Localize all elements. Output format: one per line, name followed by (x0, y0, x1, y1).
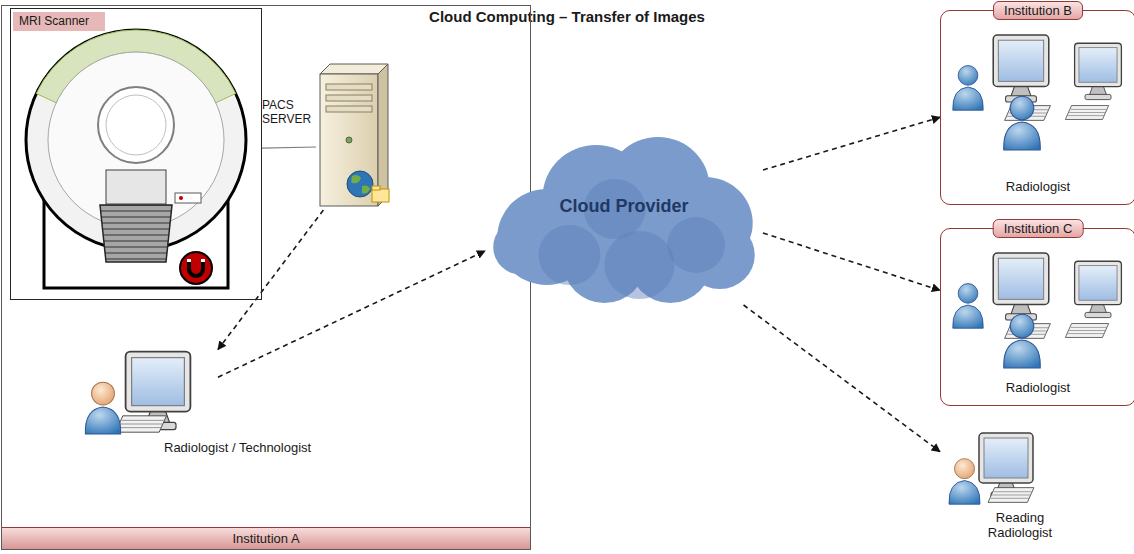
workstation-icon (85, 352, 190, 434)
institution-tab: Institution B (993, 1, 1083, 20)
workstation-node: Radiologist / Technologist (78, 345, 218, 437)
institution-box: Institution BRadiologist (940, 10, 1134, 205)
transfer-arrow (744, 305, 940, 452)
institution-box: Institution CRadiologist (940, 228, 1134, 406)
institution-panel: Institution A MRI ScannerPACS SERVER Radio… (1, 5, 531, 550)
scanner-box: MRI Scanner (10, 8, 262, 300)
workstation-icon (953, 35, 1122, 150)
role-label: Radiologist / Technologist (164, 440, 311, 455)
transfer-arrow (763, 117, 940, 170)
institution-tab: Institution C (993, 219, 1084, 238)
transfer-arrow (218, 251, 485, 377)
cable-line (262, 147, 316, 148)
cloud-label: Cloud Provider (485, 195, 763, 217)
role-label: Reading Radiologist (970, 510, 1070, 540)
institution-band: Institution A (2, 527, 530, 549)
workstation-icon (953, 253, 1122, 368)
mri-scanner (26, 30, 246, 288)
role-label: Radiologist (941, 179, 1134, 194)
tag-label: MRI Scanner (13, 12, 105, 31)
transfer-arrow (763, 233, 940, 290)
server-icon (320, 64, 389, 206)
role-label: Radiologist (941, 380, 1134, 395)
server-label: PACS SERVER (262, 98, 314, 126)
cloud-shape: Cloud Provider (485, 125, 763, 305)
server-node: PACS SERVER (316, 60, 390, 210)
workstation-icon (949, 433, 1034, 504)
workstation-node: Reading Radiologist (940, 428, 1080, 546)
transfer-arrow (218, 210, 323, 350)
